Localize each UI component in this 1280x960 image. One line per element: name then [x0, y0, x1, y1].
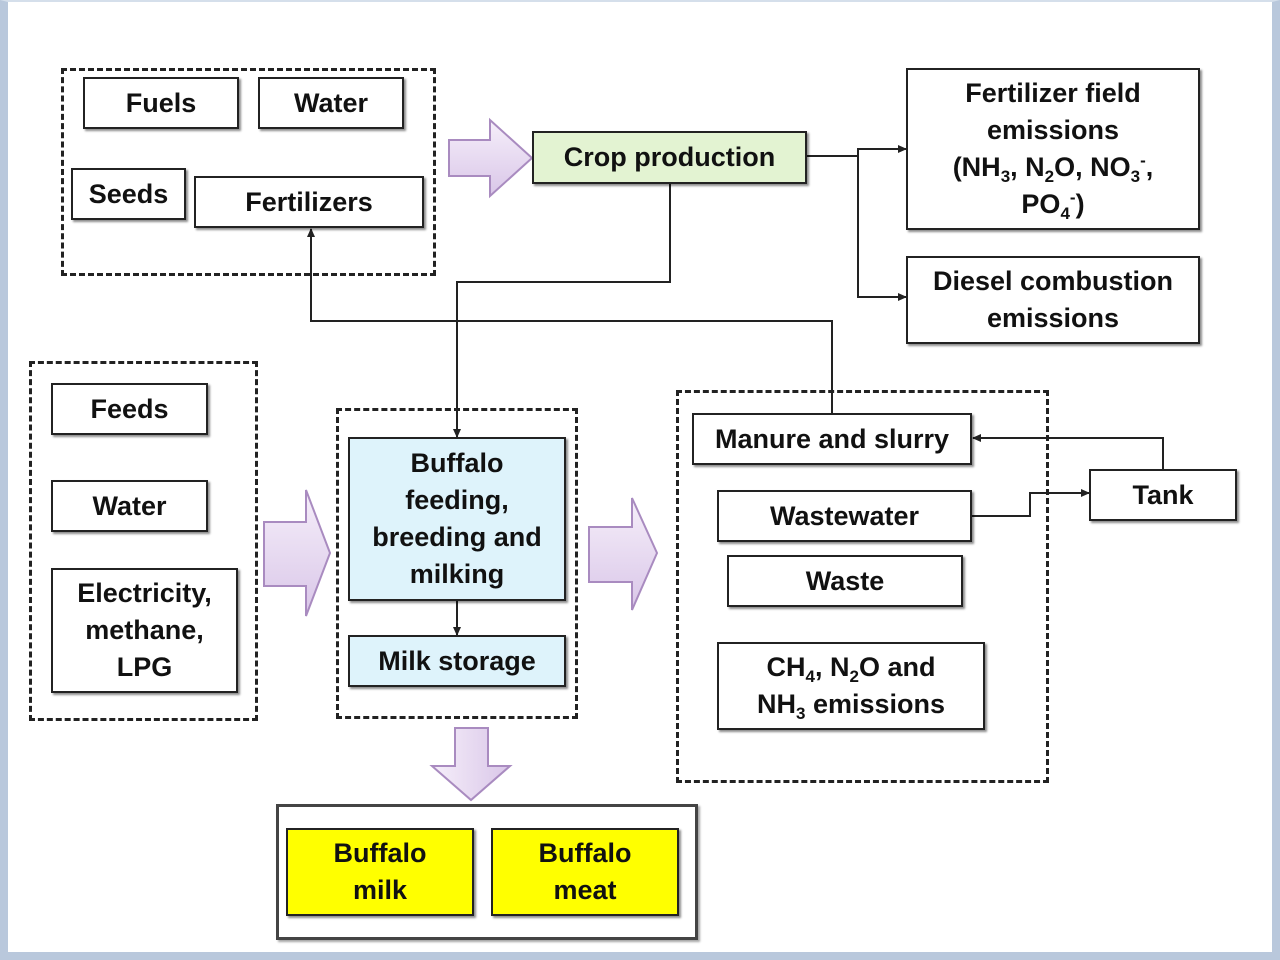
energy-box: Electricity, methane, LPG	[51, 568, 238, 693]
fe-nh-sub: 3	[1000, 167, 1011, 186]
crop-inputs-group	[61, 68, 436, 276]
fe-nh: (NH	[952, 152, 1001, 182]
fe-po-sub: 4	[1060, 204, 1070, 223]
fertilizer-emissions-line1: Fertilizer field	[965, 78, 1141, 108]
seeds-label: Seeds	[88, 178, 169, 209]
milk-storage-label: Milk storage	[378, 645, 536, 676]
waste-box: Waste	[727, 555, 963, 607]
energy-label: Electricity, methane, LPG	[77, 578, 212, 682]
fe-close: )	[1075, 189, 1085, 219]
line-crop-to-diesel	[857, 156, 907, 301]
line-tank-to-manure	[972, 434, 1164, 469]
fertilizers-label: Fertilizers	[245, 186, 373, 217]
buffalo-group	[336, 408, 578, 719]
seeds-box: Seeds	[71, 168, 186, 220]
fertilizer-emissions-line4: PO4-)	[953, 186, 1154, 223]
gas-emissions-line2: NH3 emissions	[757, 686, 945, 723]
water-farm-box: Water	[51, 480, 208, 532]
ge-n: , N	[814, 652, 850, 682]
manure-box: Manure and slurry	[692, 413, 972, 465]
buffalo-meat-box: Buffalo meat	[491, 828, 679, 916]
buffalo-milk-box: Buffalo milk	[286, 828, 474, 916]
ge-ch-sub: 4	[805, 667, 815, 686]
line-crop-to-buffalo	[453, 184, 671, 438]
manure-label: Manure and slurry	[714, 423, 950, 454]
fertilizer-emissions-line3: (NH3, N2O, NO3-,	[953, 149, 1154, 186]
fe-n-sub: 2	[1044, 167, 1055, 186]
wastewater-box: Wastewater	[717, 490, 972, 542]
gas-emissions-box: CH4, N2O and NH3 emissions	[717, 642, 985, 730]
ge-emissions: emissions	[805, 689, 946, 719]
fe-po: PO	[1021, 189, 1061, 219]
line-wastewater-to-tank	[972, 489, 1090, 517]
fertilizers-box: Fertilizers	[194, 176, 424, 228]
buffalo-milk-label: Buffalo milk	[333, 838, 427, 905]
waste-group	[676, 390, 1049, 783]
fuels-label: Fuels	[125, 87, 197, 118]
wastewater-label: Wastewater	[769, 500, 920, 531]
crop-production-box: Crop production	[532, 131, 807, 184]
water-farm-label: Water	[92, 490, 167, 521]
block-arrow-to-crop	[448, 117, 534, 199]
tank-label: Tank	[1132, 479, 1194, 510]
block-arrow-to-waste	[588, 497, 659, 611]
gas-emissions-text: CH4, N2O and NH3 emissions	[757, 649, 945, 723]
water-crop-box: Water	[258, 77, 404, 129]
feeds-box: Feeds	[51, 383, 208, 435]
feeds-label: Feeds	[90, 393, 169, 424]
waste-label: Waste	[805, 565, 885, 596]
ge-nh-sub: 3	[795, 704, 806, 723]
milk-storage-box: Milk storage	[348, 635, 566, 687]
buffalo-process-label: Buffalo feeding, breeding and milking	[372, 448, 542, 589]
tank-box: Tank	[1089, 469, 1237, 521]
ge-n-sub: 2	[849, 667, 859, 686]
water-crop-label: Water	[293, 87, 368, 118]
diesel-emissions-label: Diesel combustion emissions	[932, 266, 1174, 333]
fe-comma: ,	[1145, 152, 1154, 182]
line-crop-to-fertilizer-emissions	[807, 145, 907, 157]
fuels-box: Fuels	[83, 77, 239, 129]
gas-emissions-line1: CH4, N2O and	[757, 649, 945, 686]
fe-n: , N	[1010, 152, 1045, 182]
buffalo-meat-label: Buffalo meat	[538, 838, 632, 905]
fertilizer-emissions-line2: emissions	[986, 115, 1120, 145]
ge-nh: NH	[756, 689, 796, 719]
fe-no: O, NO	[1054, 152, 1131, 182]
fertilizer-emissions-text: Fertilizer field emissions (NH3, N2O, NO…	[953, 75, 1154, 223]
farm-inputs-group	[29, 361, 258, 721]
buffalo-process-box: Buffalo feeding, breeding and milking	[348, 437, 566, 601]
diesel-emissions-box: Diesel combustion emissions	[906, 256, 1200, 344]
ge-ch: CH	[766, 652, 806, 682]
crop-production-label: Crop production	[563, 142, 776, 172]
ge-oand: O and	[858, 652, 936, 682]
fe-no-sup: -	[1140, 151, 1146, 170]
block-arrow-to-buffalo	[263, 489, 332, 617]
fe-no-sub: 3	[1130, 167, 1141, 186]
block-arrow-to-products	[429, 727, 513, 802]
fertilizer-emissions-box: Fertilizer field emissions (NH3, N2O, NO…	[906, 68, 1200, 230]
fe-po-sup: -	[1069, 188, 1076, 207]
